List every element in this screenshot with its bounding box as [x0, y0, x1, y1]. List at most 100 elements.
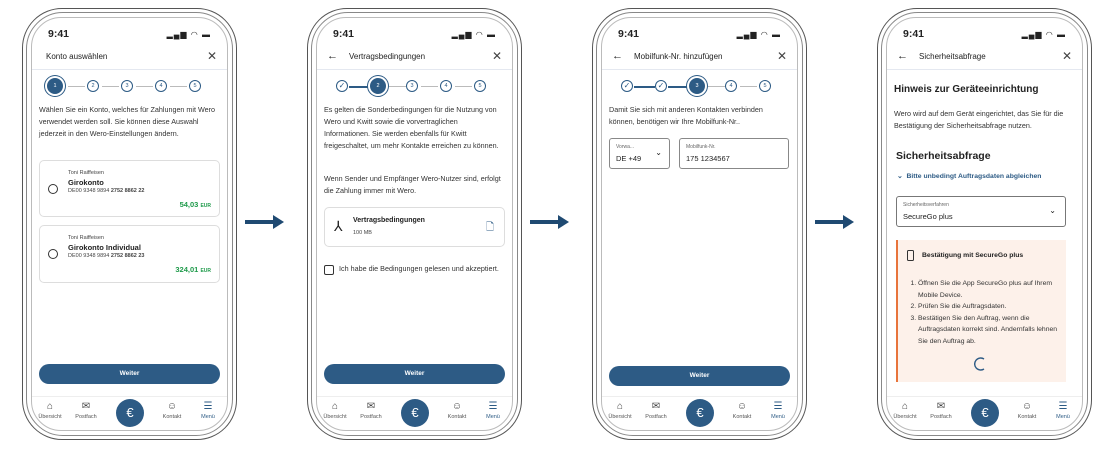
nav-menu[interactable]: ☰Menü — [190, 401, 226, 420]
loading-spinner-icon — [974, 357, 985, 371]
account-name: Girokonto Individual — [68, 243, 141, 252]
field-value: SecureGo plus — [903, 212, 953, 221]
close-icon[interactable]: ✕ — [491, 49, 502, 63]
arrow-right-icon — [530, 215, 569, 229]
step-line — [136, 86, 153, 87]
status-time: 9:41 — [618, 28, 640, 40]
account-name: Girokonto — [68, 178, 104, 187]
box-title: Bestätigung mit SecureGo plus — [922, 252, 1024, 259]
instruction-item: Bestätigen Sie den Auftrag, wenn die Auf… — [918, 313, 1060, 348]
nav-uebersicht[interactable]: ⌂Übersicht — [32, 401, 68, 420]
step-done-check-icon: ✓ — [336, 80, 348, 92]
securego-info-box: Bestätigung mit SecureGo plus Öffnen Sie… — [896, 240, 1066, 382]
nav-menu[interactable]: ☰Menü — [1045, 401, 1081, 420]
nav-kontakt[interactable]: ☺Kontakt — [724, 401, 760, 420]
step-line — [634, 86, 655, 88]
home-icon: ⌂ — [46, 401, 54, 412]
nav-menu[interactable]: ☰Menü — [475, 401, 511, 420]
field-value: DE +49 — [616, 154, 642, 163]
step-line — [68, 86, 85, 87]
nav-kontakt[interactable]: ☺Kontakt — [439, 401, 475, 420]
header: Konto auswählen ✕ — [32, 48, 227, 70]
nav-postfach[interactable]: ✉Postfach — [923, 401, 959, 420]
status-time: 9:41 — [903, 28, 925, 40]
status-bar: 9:41▂▄▆ ◠ ▬ — [887, 28, 1082, 42]
wero-note: Wenn Sender und Empfänger Wero-Nutzer si… — [324, 174, 501, 195]
country-code-select[interactable]: Vorwa... DE +49 ⌄ — [609, 138, 670, 169]
screen: 9:41▂▄▆ ◠ ▬ ← Mobilfunk-Nr. hinzufügen ✕ ✓… — [601, 17, 798, 431]
security-heading: Sicherheitsabfrage — [896, 150, 991, 162]
document-card[interactable]: ⅄ Vertragsbedingungen 100 MB 🗋 — [324, 207, 505, 247]
screen: 9:41 ▂▄▆ ◠ ▬ Konto auswählen ✕ 1 2 3 4 5 W… — [31, 17, 228, 431]
account-card-1[interactable]: Toni Raiffeisen Girokonto DE00 9348 9894… — [39, 160, 220, 217]
nav-postfach[interactable]: ✉Postfach — [353, 401, 389, 420]
header: ←Sicherheitsabfrage✕ — [887, 48, 1082, 70]
download-file-icon[interactable]: 🗋 — [485, 222, 494, 233]
euro-button[interactable]: € — [686, 399, 714, 427]
header: ← Mobilfunk-Nr. hinzufügen ✕ — [602, 48, 797, 70]
nav-uebersicht[interactable]: ⌂Übersicht — [317, 401, 353, 420]
step-2: 2 — [87, 80, 99, 92]
security-method-select[interactable]: Sicherheitsverfahren SecureGo plus ⌄ — [896, 196, 1066, 227]
step-line — [349, 86, 370, 88]
status-bar: 9:41 ▂▄▆ ◠ ▬ — [32, 28, 227, 42]
back-arrow-icon[interactable]: ← — [327, 50, 338, 62]
euro-button[interactable]: € — [971, 399, 999, 427]
step-line — [102, 86, 119, 87]
weiter-button[interactable]: Weiter — [324, 364, 505, 384]
mobile-number-input[interactable]: Mobilfunk-Nr. 175 1234567 — [679, 138, 789, 169]
step-3: 3 — [121, 80, 133, 92]
home-icon: ⌂ — [331, 401, 339, 412]
document-size: 100 MB — [353, 230, 372, 236]
step-line — [170, 86, 187, 87]
step-done-check-icon: ✓ — [655, 80, 667, 92]
status-bar: 9:41▂▄▆ ◠ ▬ — [602, 28, 797, 42]
step-line — [421, 86, 438, 87]
stepper: ✓ ✓ 3 4 5 — [602, 78, 797, 94]
phone-screen-mobile-number: 9:41▂▄▆ ◠ ▬ ← Mobilfunk-Nr. hinzufügen ✕ ✓… — [592, 8, 807, 440]
back-arrow-icon[interactable]: ← — [612, 50, 623, 62]
mail-icon: ✉ — [81, 401, 91, 412]
chevron-down-icon: ⌄ — [897, 173, 903, 180]
nav-postfach[interactable]: ✉Postfach — [638, 401, 674, 420]
nav-kontakt[interactable]: ☺Kontakt — [154, 401, 190, 420]
close-icon[interactable]: ✕ — [776, 49, 787, 63]
euro-button[interactable]: € — [401, 399, 429, 427]
weiter-button[interactable]: Weiter — [39, 364, 220, 384]
phone-screen-terms: 9:41▂▄▆ ◠ ▬ ←Vertragsbedingungen✕ ✓ 2 3 … — [307, 8, 522, 440]
close-icon[interactable]: ✕ — [206, 49, 217, 63]
step-4: 4 — [155, 80, 167, 92]
step-5: 5 — [474, 80, 486, 92]
account-card-2[interactable]: Toni Raiffeisen Girokonto Individual DE0… — [39, 225, 220, 283]
nav-kontakt[interactable]: ☺Kontakt — [1009, 401, 1045, 420]
close-icon[interactable]: ✕ — [1061, 49, 1072, 63]
field-label: Mobilfunk-Nr. — [686, 144, 716, 150]
stepper: 1 2 3 4 5 — [32, 78, 227, 94]
accept-checkbox[interactable] — [324, 265, 334, 275]
nav-uebersicht[interactable]: ⌂Übersicht — [602, 401, 638, 420]
back-arrow-icon[interactable]: ← — [897, 50, 908, 62]
signal-wifi-battery-icon: ▂▄▆ ◠ ▬ — [166, 30, 211, 39]
instruction-item: Prüfen Sie die Auftragsdaten. — [918, 301, 1060, 313]
intro-text: Damit Sie sich mit anderen Kontakten ver… — [609, 105, 763, 126]
nav-postfach[interactable]: ✉Postfach — [68, 401, 104, 420]
document-title: Vertragsbedingungen — [353, 217, 425, 224]
pdf-icon: ⅄ — [334, 218, 343, 234]
step-line — [740, 86, 757, 87]
weiter-button[interactable]: Weiter — [609, 366, 790, 386]
nav-uebersicht[interactable]: ⌂Übersicht — [887, 401, 923, 420]
home-icon: ⌂ — [901, 401, 909, 412]
page-title: Konto auswählen — [46, 52, 108, 61]
euro-button[interactable]: € — [116, 399, 144, 427]
nav-menu[interactable]: ☰Menü — [760, 401, 796, 420]
step-line — [455, 86, 472, 87]
home-icon: ⌂ — [616, 401, 624, 412]
radio-button[interactable] — [48, 249, 58, 259]
screen: 9:41▂▄▆ ◠ ▬ ←Vertragsbedingungen✕ ✓ 2 3 … — [316, 17, 513, 431]
step-5: 5 — [189, 80, 201, 92]
instruction-item: Öffnen Sie die App SecureGo plus auf Ihr… — [918, 278, 1060, 301]
radio-button[interactable] — [48, 184, 58, 194]
page-title: Mobilfunk-Nr. hinzufügen — [634, 52, 723, 61]
status-time: 9:41 — [48, 28, 70, 40]
compare-data-link[interactable]: ⌄ Bitte unbedingt Auftragsdaten abgleich… — [897, 173, 1042, 180]
